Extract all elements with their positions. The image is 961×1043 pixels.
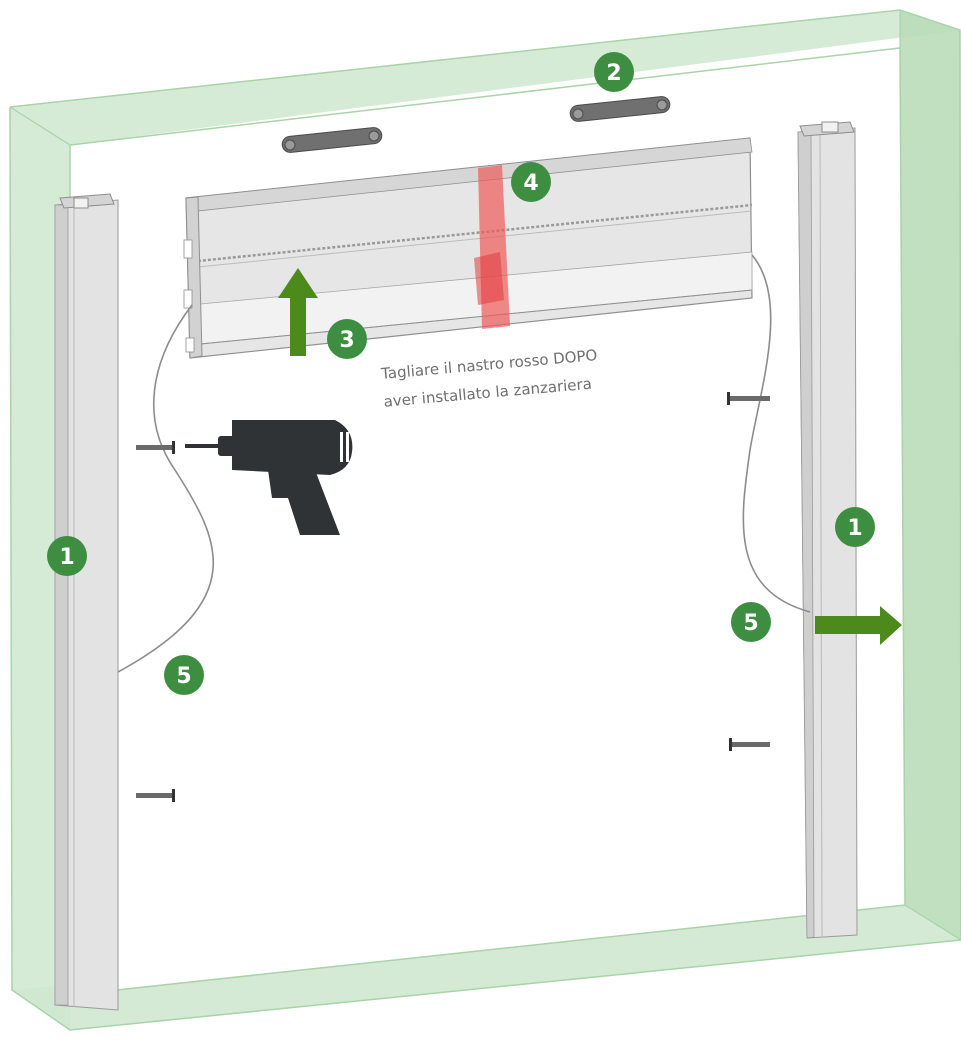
- badge-rail-right: 1: [835, 507, 875, 547]
- badge-tape-label: 4: [523, 171, 538, 196]
- badge-brackets-label: 2: [606, 61, 621, 86]
- badge-rail-left: 1: [47, 536, 87, 576]
- badge-lift: 3: [327, 319, 367, 359]
- left-guide-rail: [55, 194, 118, 1010]
- badge-tape: 4: [511, 162, 551, 202]
- badge-lift-label: 3: [339, 328, 354, 353]
- badge-cord-right-label: 5: [743, 611, 758, 636]
- badge-cord-right: 5: [731, 602, 771, 642]
- badge-rail-right-label: 1: [847, 516, 862, 541]
- badge-cord-left-label: 5: [176, 664, 191, 689]
- badge-cord-left: 5: [164, 655, 204, 695]
- badge-brackets: 2: [594, 52, 634, 92]
- badge-rail-left-label: 1: [59, 545, 74, 570]
